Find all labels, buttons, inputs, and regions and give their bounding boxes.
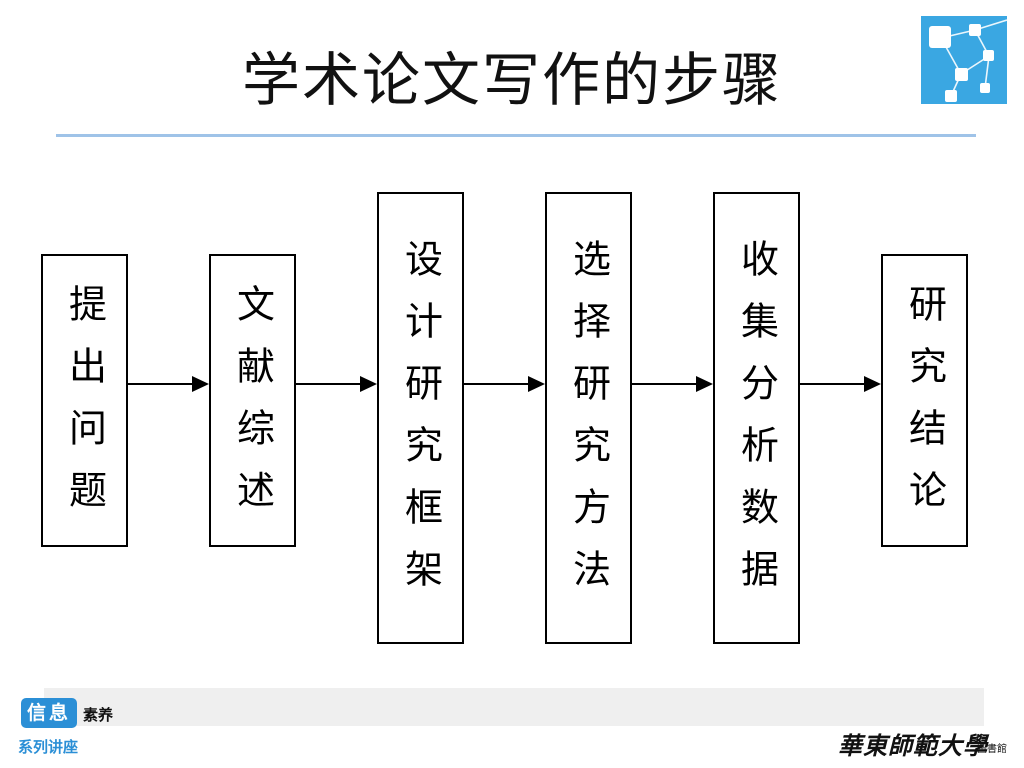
arrow-5-6: [800, 376, 881, 392]
step-label: 收集分析数据: [734, 239, 779, 611]
step-box-5: 收集分析数据: [713, 192, 800, 644]
network-logo-icon: [921, 16, 1008, 104]
university-logo-text: 華東師範大學: [838, 731, 988, 760]
step-box-3: 设计研究框架: [377, 192, 464, 644]
step-label: 提出问题: [62, 283, 107, 532]
step-box-4: 选择研究方法: [545, 192, 632, 644]
title-divider: [56, 134, 976, 137]
step-box-6: 研究结论: [881, 254, 968, 547]
arrow-1-2: [128, 376, 209, 392]
step-label: 文献综述: [230, 283, 275, 532]
step-box-2: 文献综述: [209, 254, 296, 547]
library-label: 圖書館: [977, 744, 1007, 755]
step-box-1: 提出问题: [41, 254, 128, 547]
step-label: 研究结论: [902, 283, 947, 532]
info-tag-suffix: 素养: [83, 706, 114, 724]
lecture-series-label: 系列讲座: [18, 738, 79, 756]
step-label: 选择研究方法: [566, 239, 611, 611]
arrow-3-4: [464, 376, 545, 392]
step-label: 设计研究框架: [398, 239, 443, 611]
arrow-4-5: [632, 376, 713, 392]
slide-title: 学术论文写作的步骤: [241, 46, 782, 114]
arrow-2-3: [296, 376, 377, 392]
info-tag: 信息: [21, 698, 77, 728]
footer-bar: [44, 688, 984, 726]
